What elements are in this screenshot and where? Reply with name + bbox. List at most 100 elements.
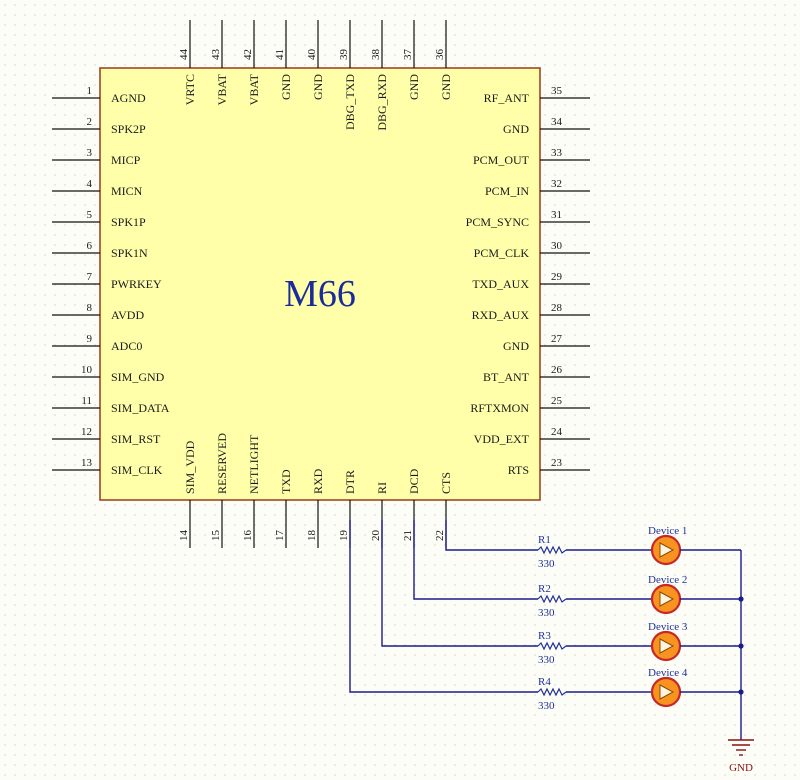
pin-label: VRTC [183, 74, 197, 105]
led-arrow-icon [659, 591, 675, 607]
pin-label: SPK2P [111, 122, 146, 136]
resistor-value: 330 [538, 700, 555, 712]
ground-symbol[interactable]: GND [728, 739, 754, 774]
wire [445, 520, 538, 551]
pin-number: 13 [81, 457, 93, 469]
pin-number: 31 [551, 209, 562, 221]
pin-label: GND [503, 339, 529, 353]
pin-label: RF_ANT [484, 91, 530, 105]
pin-number: 11 [81, 395, 92, 407]
device-label: Device 1 [648, 525, 687, 537]
pin-number: 30 [551, 240, 563, 252]
pin-label: CTS [439, 472, 453, 494]
pin-number: 42 [242, 49, 254, 60]
pin-number: 37 [402, 49, 414, 61]
resistor-r1[interactable] [537, 545, 567, 555]
pin-label: BT_ANT [483, 370, 530, 384]
pin-number: 20 [370, 530, 382, 542]
pin-label: PWRKEY [111, 277, 162, 291]
pin-label: ADC0 [111, 339, 142, 353]
pin-label: RXD [311, 468, 325, 494]
wire [413, 520, 538, 600]
chip-title: M66 [284, 273, 356, 315]
resistor-r2[interactable] [537, 594, 567, 604]
resistor-label: R4 [538, 676, 551, 688]
pin-label: GND [279, 74, 293, 100]
pin-label: RFTXMON [470, 401, 529, 415]
pin-number: 23 [551, 457, 563, 469]
pin-number: 39 [338, 49, 350, 61]
pin-label: VBAT [247, 73, 261, 105]
pin-number: 34 [551, 116, 563, 128]
pin-number: 18 [306, 530, 318, 542]
pin-label: RXD_AUX [472, 308, 530, 322]
pin-label: DTR [343, 470, 357, 494]
pin-number: 40 [306, 49, 318, 61]
pin-label: RTS [508, 463, 529, 477]
pin-label: SIM_DATA [111, 401, 170, 415]
resistor-r3[interactable] [537, 641, 567, 651]
led-arrow-icon [659, 684, 675, 700]
pin-number: 33 [551, 147, 563, 159]
pin-label: PCM_CLK [474, 246, 530, 260]
pin-label: SIM_RST [111, 432, 161, 446]
pin-number: 21 [402, 530, 414, 541]
pin-number: 1 [87, 85, 93, 97]
led-arrow-icon [659, 638, 675, 654]
pin-number: 29 [551, 271, 563, 283]
pin-number: 43 [210, 49, 222, 61]
m66-chip-body[interactable] [99, 67, 541, 501]
pin-label: VDD_EXT [474, 432, 530, 446]
pin-number: 28 [551, 302, 563, 314]
pin-number: 36 [434, 49, 446, 61]
pin-label: RESERVED [215, 433, 229, 494]
resistor-label: R1 [538, 534, 551, 546]
pin-label: PCM_OUT [473, 153, 530, 167]
pin-label: MICN [111, 184, 143, 198]
pin-label: SIM_GND [111, 370, 165, 384]
pin-number: 26 [551, 364, 563, 376]
pin-label: AVDD [111, 308, 144, 322]
resistor-value: 330 [538, 558, 555, 570]
pin-number: 27 [551, 333, 563, 345]
pin-label: NETLIGHT [247, 434, 261, 494]
pin-number: 17 [274, 530, 286, 542]
device-label: Device 4 [648, 667, 688, 679]
pin-label: SIM_VDD [183, 440, 197, 494]
pin-label: RI [375, 482, 389, 494]
pin-label: DCD [407, 468, 421, 494]
pin-label: AGND [111, 91, 146, 105]
pin-number: 24 [551, 426, 563, 438]
pin-label: GND [503, 122, 529, 136]
pin-number: 12 [81, 426, 92, 438]
pin-label: GND [311, 74, 325, 100]
ground-label: GND [729, 762, 753, 774]
pin-number: 5 [87, 209, 93, 221]
pin-number: 44 [178, 49, 190, 61]
pin-number: 16 [242, 530, 254, 542]
led-arrow-icon [659, 542, 675, 558]
pin-number: 25 [551, 395, 563, 407]
pin-label: VBAT [215, 73, 229, 105]
pin-number: 15 [210, 530, 222, 542]
wire [349, 520, 538, 693]
resistor-value: 330 [538, 607, 555, 619]
pin-number: 32 [551, 178, 562, 190]
device-label: Device 3 [648, 621, 688, 633]
pin-label: SPK1N [111, 246, 148, 260]
pin-number: 9 [87, 333, 93, 345]
pin-label: MICP [111, 153, 141, 167]
pin-label: PCM_SYNC [466, 215, 529, 229]
pin-label: DBG_TXD [343, 74, 357, 130]
resistor-value: 330 [538, 654, 555, 666]
pin-number: 19 [338, 530, 350, 542]
resistor-r4[interactable] [537, 687, 567, 697]
pin-label: DBG_RXD [375, 74, 389, 131]
wire [381, 520, 538, 647]
pin-number: 2 [87, 116, 93, 128]
